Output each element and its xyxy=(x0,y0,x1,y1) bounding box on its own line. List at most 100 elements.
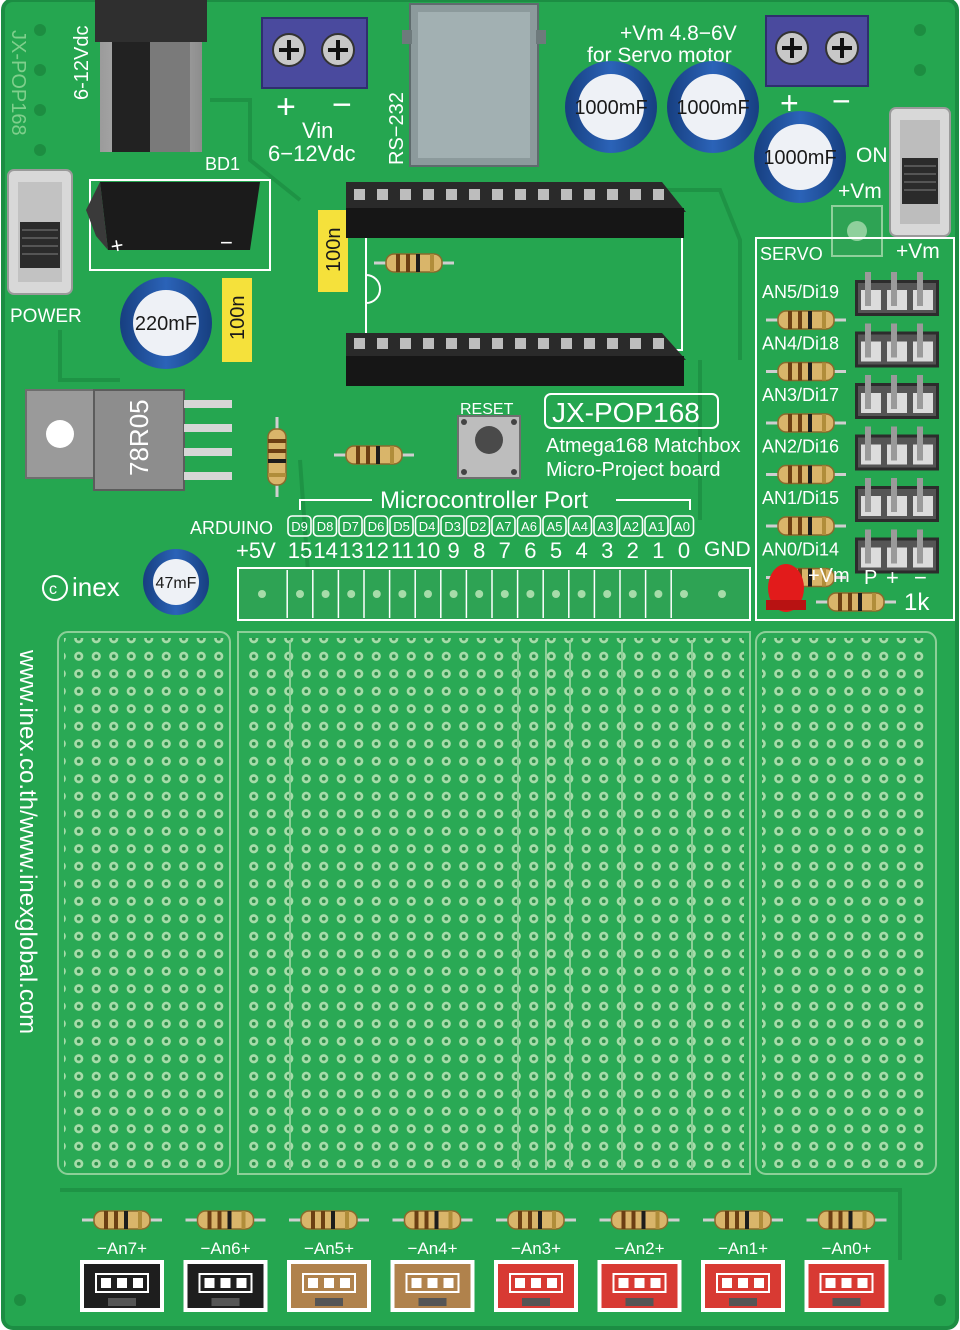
analog-connector[interactable]: −An2+ xyxy=(597,1209,682,1312)
servo-power-subtitle: for Servo motor xyxy=(587,44,732,67)
reset-label: RESET xyxy=(460,401,514,418)
socket-pin xyxy=(400,338,411,349)
port-pad[interactable] xyxy=(500,590,509,598)
analog-connector[interactable]: −An0+ xyxy=(804,1209,889,1312)
capacitor-1000mf-1: 1000mF xyxy=(565,61,657,153)
gnd-label: GND xyxy=(704,538,751,561)
port-title: Microcontroller Port xyxy=(380,487,588,514)
socket-pin xyxy=(469,338,480,349)
port-pad[interactable] xyxy=(526,590,535,598)
port-pad[interactable] xyxy=(475,590,484,598)
servo-power-switch xyxy=(889,107,951,237)
bridge-rectifier: + − xyxy=(86,182,260,259)
arduino-pin: D6 xyxy=(363,515,389,537)
port-number: 7 xyxy=(499,538,511,563)
rs232-connector xyxy=(402,3,546,167)
servo-power-terminal-block xyxy=(765,15,869,87)
servo-channel-label: AN3/Di17 xyxy=(762,385,839,405)
socket-pin xyxy=(561,338,572,349)
arduino-pin: A4 xyxy=(567,515,593,537)
port-pad[interactable] xyxy=(296,590,304,598)
socket-pin xyxy=(354,338,365,349)
capacitor-value: 1000mF xyxy=(763,147,836,169)
port-pad[interactable] xyxy=(552,590,560,598)
analog-connector-label: −An6+ xyxy=(200,1239,250,1258)
port-pad[interactable] xyxy=(577,590,586,598)
arduino-pin-label: A5 xyxy=(547,519,563,534)
port-pad[interactable] xyxy=(654,590,663,598)
socket-pin xyxy=(492,338,503,349)
ceramic-value: 100n xyxy=(227,296,249,341)
analog-connector[interactable]: −An4+ xyxy=(390,1209,475,1312)
arduino-pin-label: A7 xyxy=(496,519,512,534)
port-pad[interactable] xyxy=(628,590,637,598)
socket-pin xyxy=(423,338,434,349)
servo-channel: AN3/Di17 xyxy=(762,375,939,434)
port-pad[interactable] xyxy=(424,590,432,598)
analog-connector-row: −An7+ −An6+ −An5+ −An4+ −An3+ −An2+ −An1+−An0+ xyxy=(80,1209,889,1312)
port-title-bg xyxy=(372,486,616,514)
arduino-pin: A5 xyxy=(542,515,567,537)
socket-pin xyxy=(446,338,457,349)
bridge-plus-mark: + xyxy=(109,232,126,259)
arduino-pin-label: D6 xyxy=(368,519,385,534)
port-number: 1 xyxy=(652,538,664,563)
power-switch xyxy=(7,169,73,295)
port-pad[interactable] xyxy=(372,590,381,598)
analog-connector-label: −An2+ xyxy=(614,1239,664,1258)
regulator-label: 78R05 xyxy=(124,399,154,476)
vcc-label: +5V xyxy=(236,538,276,563)
capacitor-value: 220mF xyxy=(135,313,197,335)
capacitor-value: 47mF xyxy=(156,575,197,592)
arduino-pin: A7 xyxy=(491,515,516,537)
port-pad[interactable] xyxy=(258,590,266,598)
port-pad[interactable] xyxy=(680,590,688,598)
analog-connector[interactable]: −An6+ xyxy=(183,1209,268,1312)
servo-led xyxy=(766,564,806,612)
board-title: JX-POP168 xyxy=(552,397,700,428)
servo-channel-label: AN5/Di19 xyxy=(762,282,839,302)
analog-connector[interactable]: −An7+ xyxy=(80,1209,164,1312)
port-pad[interactable] xyxy=(603,590,612,598)
port-pad[interactable] xyxy=(321,590,330,598)
arduino-pin: A1 xyxy=(644,515,669,537)
arduino-pin-label: D8 xyxy=(317,519,334,534)
socket-pin xyxy=(354,189,365,200)
port-pad[interactable] xyxy=(398,590,407,598)
port-pad[interactable] xyxy=(347,590,356,598)
socket-pin xyxy=(607,189,618,200)
arduino-pin-label: A0 xyxy=(674,519,690,534)
socket-pin xyxy=(630,338,641,349)
analog-connector[interactable]: −An5+ xyxy=(287,1209,371,1312)
port-pad[interactable] xyxy=(449,590,458,598)
analog-connector-label: −An4+ xyxy=(407,1239,457,1258)
servo-block-frame xyxy=(755,237,955,621)
port-pad[interactable] xyxy=(718,590,726,598)
socket-pin xyxy=(584,189,595,200)
port-number: 14 xyxy=(313,538,337,563)
port-number: 0 xyxy=(678,538,690,563)
reset-button[interactable] xyxy=(457,415,521,479)
arduino-pin-label: D4 xyxy=(419,519,436,534)
arduino-pin: A6 xyxy=(516,515,542,537)
socket-pin xyxy=(538,189,549,200)
arduino-label: ARDUINO xyxy=(190,518,273,538)
servo-power-minus: − xyxy=(832,83,851,119)
arduino-pin: A2 xyxy=(618,515,644,537)
copyright-icon: c xyxy=(42,575,68,601)
arduino-pin-label: D7 xyxy=(342,519,359,534)
capacitor-1000mf-2: 1000mF xyxy=(667,61,759,153)
svg-text:c: c xyxy=(49,581,57,598)
voltage-regulator: 78R05 xyxy=(25,389,232,491)
board-title-frame xyxy=(544,393,719,429)
arduino-pin: D9 xyxy=(287,515,312,537)
socket-pin xyxy=(400,189,411,200)
servo-channel: AN0/Di14 xyxy=(762,529,939,588)
arduino-pin-label: D2 xyxy=(470,519,487,534)
servo-block-title: SERVO xyxy=(760,244,823,264)
analog-connector[interactable]: −An1+ xyxy=(701,1209,785,1312)
analog-connector[interactable]: −An3+ xyxy=(494,1209,578,1312)
